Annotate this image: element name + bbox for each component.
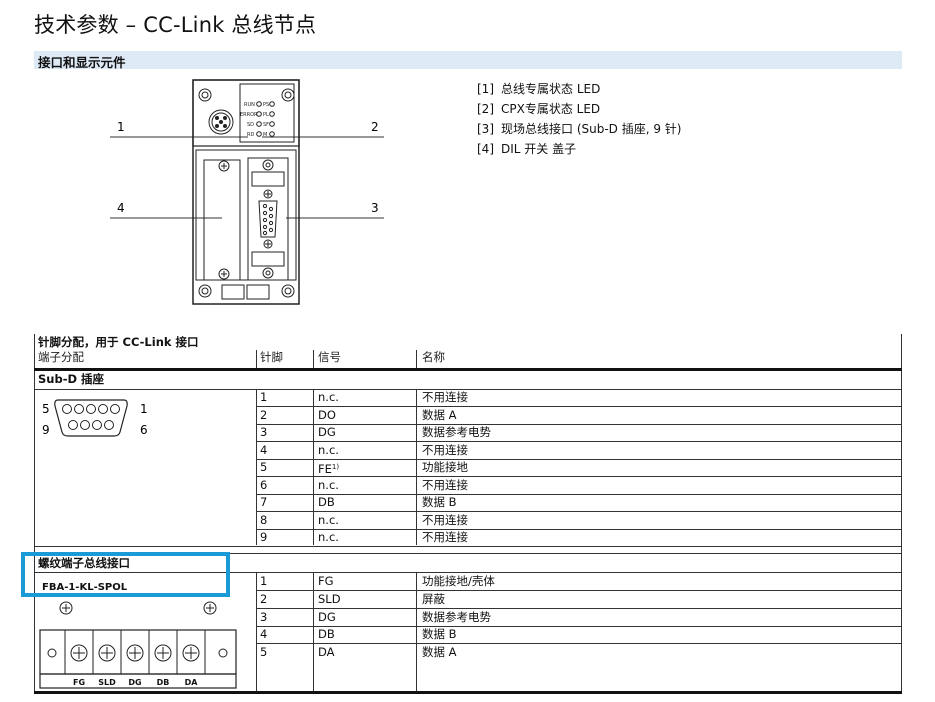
subd-socket-icon xyxy=(258,189,278,249)
screw-terminal-label: 螺纹端子总线接口 xyxy=(38,556,130,570)
svg-text:DG: DG xyxy=(128,678,141,687)
svg-text:M: M xyxy=(263,132,267,138)
section-bar xyxy=(34,51,902,69)
svg-text:PS: PS xyxy=(263,102,269,108)
screw-icon xyxy=(198,284,295,298)
svg-text:DB: DB xyxy=(157,678,170,687)
part-number: FBA-1-KL-SPOL xyxy=(42,582,128,593)
svg-text:5: 5 xyxy=(42,402,50,416)
fieldbus-interface xyxy=(247,157,289,281)
legend-item: [1] 总线专属状态 LED xyxy=(477,82,601,96)
header-pin: 针脚 xyxy=(260,350,283,364)
legend-item: [3] 现场总线接口 (Sub-D 插座, 9 针) xyxy=(477,122,682,136)
callout-num-1: 1 xyxy=(117,120,125,134)
screw-icon xyxy=(218,160,230,280)
svg-text:RD: RD xyxy=(247,132,254,138)
screw-icon xyxy=(198,88,295,102)
svg-text:6: 6 xyxy=(140,423,148,437)
screw-icon xyxy=(262,159,274,279)
screw-terminal-diagram: FG SLD DG DB DA xyxy=(39,601,237,689)
svg-text:RUN: RUN xyxy=(244,102,255,108)
svg-text:SLD: SLD xyxy=(98,678,116,687)
subd-socket-diagram: 5 9 1 6 xyxy=(42,399,148,437)
legend-list: [1] 总线专属状态 LED [2] CPX专属状态 LED [3] 现场总线接… xyxy=(477,79,692,159)
dil-cover xyxy=(203,159,241,281)
header-name: 名称 xyxy=(422,350,445,364)
table-title: 针脚分配，用于 CC-Link 接口 xyxy=(38,335,199,349)
svg-text:1: 1 xyxy=(140,402,148,416)
header-signal: 信号 xyxy=(318,350,341,364)
callout-num-2: 2 xyxy=(371,120,379,134)
svg-text:SD: SD xyxy=(247,122,254,128)
page-title: 技术参数 – CC-Link 总线节点 xyxy=(34,13,317,37)
section-title: 接口和显示元件 xyxy=(38,55,126,70)
callout-num-4: 4 xyxy=(117,201,125,215)
pin-assignment-table: 针脚分配，用于 CC-Link 接口 端子分配 针脚 信号 名称 Sub-D 插… xyxy=(34,334,902,694)
svg-text:FG: FG xyxy=(73,678,85,687)
svg-text:ERROR: ERROR xyxy=(240,112,258,118)
header-terminal: 端子分配 xyxy=(38,350,84,364)
svg-text:9: 9 xyxy=(42,423,50,437)
svg-text:PL: PL xyxy=(263,112,269,118)
svg-text:DA: DA xyxy=(185,678,199,687)
m12-connector-icon xyxy=(208,109,234,135)
highlight-box xyxy=(21,552,230,597)
legend-item: [2] CPX专属状态 LED xyxy=(477,102,601,116)
device-figure: 1 4 2 3 RUN PS ERROR PL SD SF RD M xyxy=(110,79,384,305)
legend-item: [4] DIL 开关 盖子 xyxy=(477,142,577,156)
svg-text:SF: SF xyxy=(263,122,269,128)
subd-label: Sub-D 插座 xyxy=(38,372,105,386)
callout-num-3: 3 xyxy=(371,201,379,215)
